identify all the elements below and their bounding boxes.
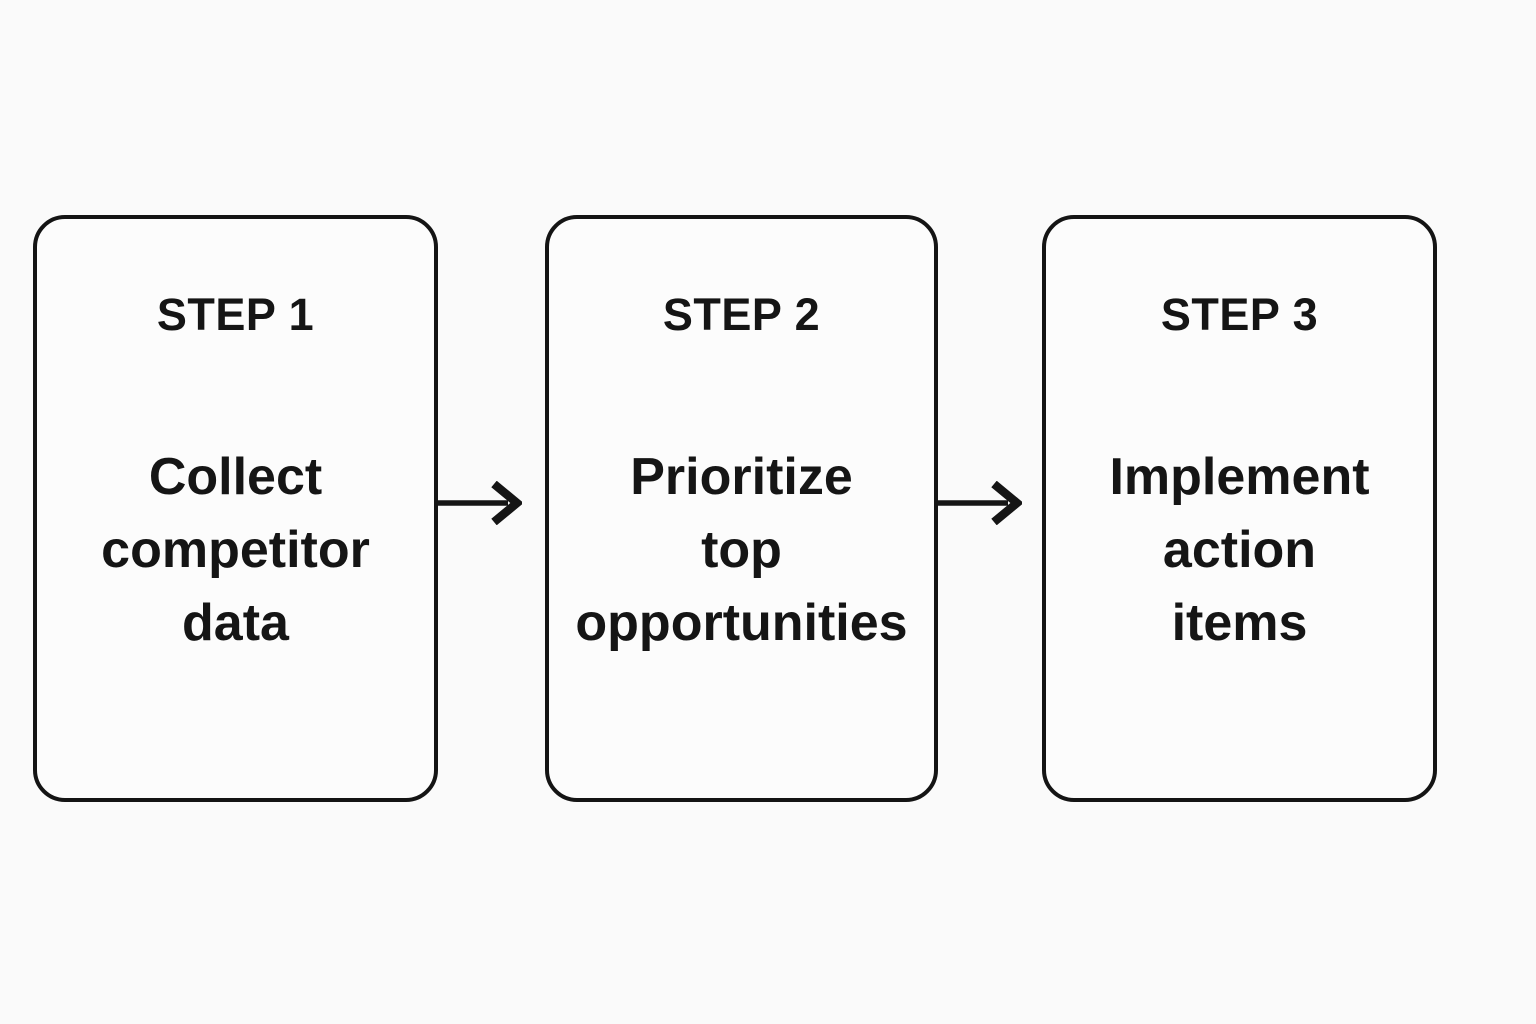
step-title-line: action — [1162, 521, 1317, 579]
step-title-line: Prioritize — [630, 448, 853, 506]
step-title-line: Collect — [148, 448, 323, 506]
step-label: STEP 3 — [1160, 289, 1319, 340]
step-card-3: STEP 3 Implement action items — [1042, 215, 1437, 802]
step-title: Prioritize top opportunities — [549, 441, 934, 660]
step-title-line: competitor — [101, 521, 370, 579]
step-title: Collect competitor data — [37, 441, 434, 660]
step-label: STEP 1 — [156, 289, 315, 340]
step-title-line: Implement — [1109, 448, 1370, 506]
step-title-line: opportunities — [575, 594, 908, 652]
step-label: STEP 2 — [662, 289, 821, 340]
step-title-line: top — [701, 521, 782, 579]
step-card-2: STEP 2 Prioritize top opportunities — [545, 215, 938, 802]
step-title-line: items — [1171, 594, 1308, 652]
step-card-1: STEP 1 Collect competitor data — [33, 215, 438, 802]
step-title-line: data — [182, 594, 289, 652]
arrow-right-icon — [438, 481, 522, 525]
arrow-right-icon — [938, 481, 1022, 525]
step-title: Implement action items — [1046, 441, 1433, 660]
